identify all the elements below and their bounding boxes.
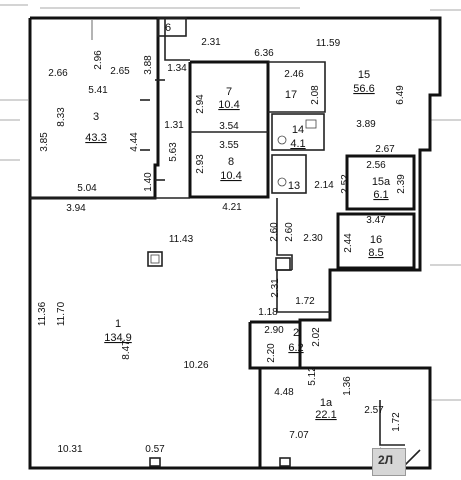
sink-14 — [305, 119, 317, 129]
room-labels: 3 43.3 6 7 10.4 8 10.4 17 14 4.1 13 15 5… — [85, 22, 391, 421]
dim-label: 4.48 — [274, 387, 294, 398]
room-2-number: 2 — [293, 327, 299, 339]
dim-label: 10.26 — [183, 360, 208, 371]
dim-label: 11.70 — [56, 301, 67, 326]
dim-label: 0.57 — [145, 444, 165, 455]
room-6-number: 6 — [165, 22, 171, 34]
room-15-number: 15 — [358, 69, 370, 81]
dim-label: 5.63 — [168, 142, 179, 162]
dim-label: 2.90 — [264, 325, 284, 336]
dim-label: 2.08 — [310, 85, 321, 105]
dim-label: 2.14 — [314, 180, 334, 191]
dim-label: 4.21 — [222, 202, 242, 213]
room-14-area: 4.1 — [290, 138, 305, 150]
dimension-labels: 2.96 2.66 2.65 5.41 8.33 3.88 1.34 2.31 … — [37, 37, 407, 455]
room-7-area: 10.4 — [218, 99, 239, 111]
dim-label: 1.72 — [391, 412, 402, 432]
room-3-number: 3 — [93, 111, 99, 123]
room-13-number: 13 — [288, 180, 300, 192]
room-1-area: 134.9 — [104, 332, 132, 344]
toilet-13 — [277, 177, 287, 187]
room-17-number: 17 — [285, 89, 297, 101]
room-15-area: 56.6 — [353, 83, 374, 95]
dim-label: 1.72 — [295, 296, 315, 307]
dim-label: 4.44 — [129, 132, 140, 152]
dim-label: 2.67 — [375, 144, 395, 155]
dim-label: 2.39 — [396, 174, 407, 194]
neighbour-outlines — [0, 4, 461, 401]
room-15a-area: 6.1 — [373, 189, 388, 201]
toilet-14 — [277, 135, 287, 145]
dim-label: 7.07 — [289, 430, 309, 441]
dim-label: 2.44 — [343, 233, 354, 253]
dim-label: 2.02 — [311, 327, 322, 347]
room-8-number: 8 — [228, 156, 234, 168]
dim-label: 3.47 — [366, 215, 386, 226]
dim-label: 5.41 — [88, 85, 108, 96]
dim-label: 11.59 — [316, 38, 341, 49]
room-8-area: 10.4 — [220, 170, 241, 182]
room-16-area: 8.5 — [368, 247, 383, 259]
dim-label: 2.52 — [340, 174, 351, 194]
dim-label: 1.40 — [143, 172, 154, 192]
dim-label: 3.54 — [219, 121, 239, 132]
room-15a-number: 15a — [372, 176, 391, 188]
radiator-2 — [279, 457, 291, 467]
room-1-number: 1 — [115, 318, 121, 330]
dim-label: 8.47 — [121, 340, 132, 360]
dim-label: 2.56 — [366, 160, 386, 171]
dim-label: 2.60 — [284, 222, 295, 242]
radiator — [149, 457, 161, 467]
column-2 — [275, 257, 291, 271]
column — [147, 251, 163, 267]
dim-label: 2.94 — [195, 94, 206, 114]
dim-label: 2.66 — [48, 68, 68, 79]
floor-badge-label: 2Л — [378, 453, 394, 467]
room-2-area: 6.2 — [288, 342, 303, 354]
room-7-number: 7 — [226, 86, 232, 98]
dim-label: 3.88 — [143, 55, 154, 75]
dim-label: 1.34 — [167, 63, 187, 74]
dim-label: 10.31 — [57, 444, 82, 455]
dim-label: 6.36 — [254, 48, 274, 59]
dim-label: 2.20 — [266, 343, 277, 363]
dim-label: 2.60 — [269, 222, 280, 242]
room-1a-area: 22.1 — [315, 409, 336, 421]
dim-label: 2.46 — [284, 69, 304, 80]
dim-label: 3.85 — [39, 132, 50, 152]
dim-label: 8.33 — [56, 107, 67, 127]
dim-label: 5.04 — [77, 183, 97, 194]
dim-label: 2.31 — [201, 37, 221, 48]
dim-label: 2.30 — [303, 233, 323, 244]
dim-label: 1.18 — [258, 307, 278, 318]
dim-label: 2.57 — [364, 405, 384, 416]
dim-label: 3.89 — [356, 119, 376, 130]
floor-badge: 2Л — [372, 448, 406, 476]
room-16-number: 16 — [370, 234, 382, 246]
dim-label: 2.65 — [110, 66, 130, 77]
dim-label: 2.96 — [93, 50, 104, 70]
dim-label: 2.31 — [270, 278, 281, 298]
dim-label: 1.36 — [342, 376, 353, 396]
dim-label: 2.93 — [195, 154, 206, 174]
dim-label: 11.36 — [37, 301, 48, 326]
dim-label: 3.55 — [219, 140, 239, 151]
room-3-area: 43.3 — [85, 132, 106, 144]
dim-label: 5.12 — [307, 366, 318, 386]
room-1a-number: 1a — [320, 397, 333, 409]
room-14-number: 14 — [292, 124, 304, 136]
dim-label: 11.43 — [169, 234, 194, 245]
dim-label: 1.31 — [164, 120, 184, 131]
dim-label: 3.94 — [66, 203, 86, 214]
dim-label: 6.49 — [395, 85, 406, 105]
